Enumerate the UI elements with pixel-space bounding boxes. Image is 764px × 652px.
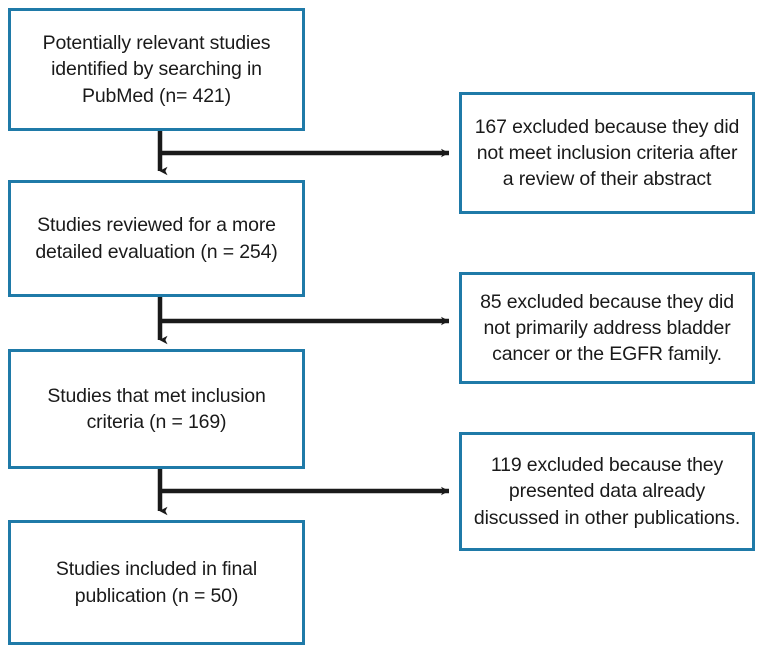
- exclusion-box-topic-text: 85 excluded because they did not primari…: [480, 290, 734, 366]
- stage-box-identified-text: Potentially relevant studies identified …: [42, 32, 271, 107]
- stage-box-met-inclusion-text: Studies that met inclusion criteria (n =…: [47, 384, 266, 433]
- exclusion-box-duplicate: 119 excluded because they presented data…: [459, 432, 755, 551]
- stage-box-included-final: Studies included in final publication (n…: [8, 520, 305, 645]
- stage-box-met-inclusion: Studies that met inclusion criteria (n =…: [8, 349, 305, 469]
- exclusion-box-topic: 85 excluded because they did not primari…: [459, 272, 755, 384]
- exclusion-box-abstract-text: 167 excluded because they did not meet i…: [474, 115, 740, 191]
- stage-box-reviewed-text: Studies reviewed for a more detailed eva…: [35, 214, 278, 263]
- stage-box-identified: Potentially relevant studies identified …: [8, 8, 305, 131]
- stage-box-included-final-text: Studies included in final publication (n…: [55, 558, 258, 607]
- stage-box-reviewed: Studies reviewed for a more detailed eva…: [8, 180, 305, 297]
- exclusion-box-abstract: 167 excluded because they did not meet i…: [459, 92, 755, 214]
- exclusion-box-duplicate-text: 119 excluded because they presented data…: [473, 454, 741, 529]
